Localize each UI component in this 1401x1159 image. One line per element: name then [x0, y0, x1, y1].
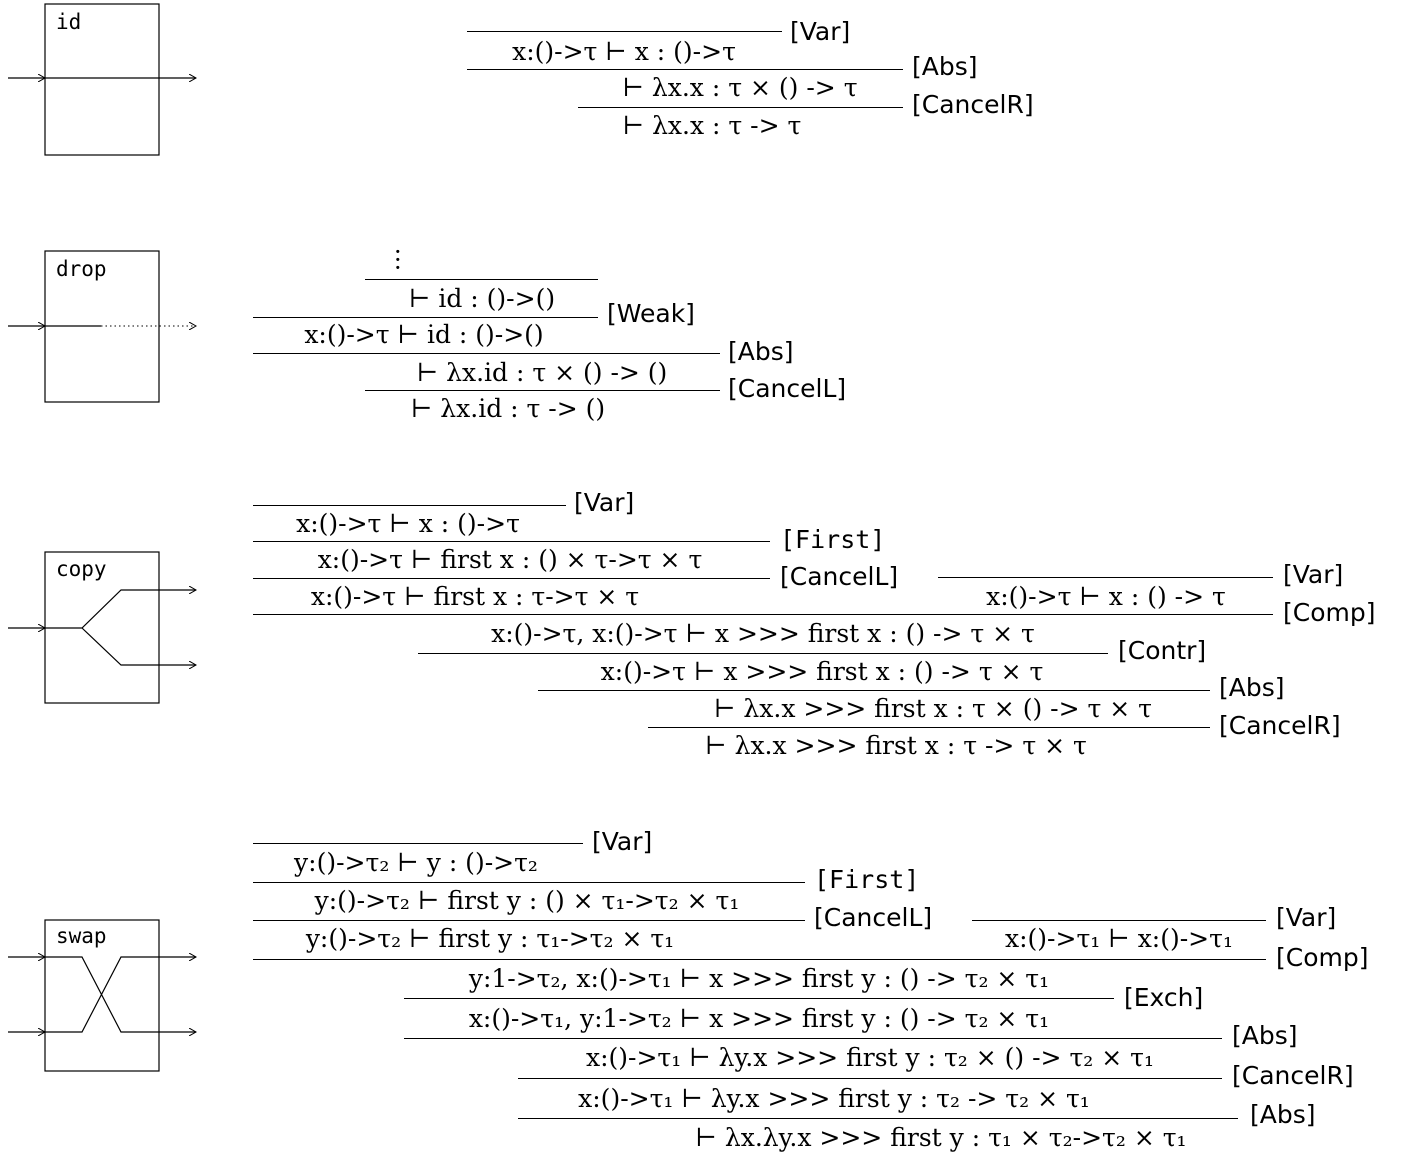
copy-seq-7: ⊢ λx.x >>> first x : τ × () -> τ × τ	[713, 694, 1153, 723]
swap-rule-line-9	[518, 1118, 1238, 1119]
drop-rule-line-3	[365, 390, 720, 391]
drop-rule-line-1	[253, 317, 598, 318]
id-seq-3: ⊢ λx.x : τ -> τ	[622, 111, 802, 140]
id-seq-1: x:()->τ ⊢ x : ()->τ	[512, 37, 736, 66]
id-rule-line-1	[467, 31, 782, 32]
id-rule-line-2	[467, 69, 903, 70]
copy-wire-split	[45, 589, 159, 666]
id-rule-3: [CancelR]	[912, 90, 1034, 119]
swap-rule-5: [Comp]	[1276, 943, 1369, 972]
swap-rule-9: [Abs]	[1250, 1100, 1316, 1129]
copy-rule-line-5	[253, 614, 1273, 615]
copy-rule-4: [Var]	[1283, 560, 1344, 589]
drop-seq-1: ⊢ id : ()->()	[408, 284, 556, 313]
id-box-label: id	[56, 10, 82, 34]
copy-seq-3: x:()->τ ⊢ first x : τ->τ × τ	[310, 582, 640, 611]
swap-rule-8: [CancelR]	[1232, 1061, 1354, 1090]
vertical-dots: ···	[394, 238, 402, 282]
swap-seq-8: x:()->τ₁ ⊢ λy.x >>> first y : τ₂ -> τ₂ ×…	[578, 1084, 1090, 1113]
drop-rule-1: [Weak]	[607, 299, 695, 328]
swap-rule-line-4	[972, 920, 1266, 921]
copy-rule-line-7	[538, 690, 1210, 691]
swap-seq-5: y:1->τ₂, x:()->τ₁ ⊢ x >>> first y : () -…	[468, 964, 1050, 993]
swap-box-label: swap	[56, 924, 107, 948]
drop-rule-line-2	[253, 353, 720, 354]
id-rule-line-3	[578, 107, 903, 108]
swap-seq-1: y:()->τ₂ ⊢ y : ()->τ₂	[294, 848, 538, 877]
swap-seq-4: x:()->τ₁ ⊢ x:()->τ₁	[1005, 924, 1233, 953]
copy-seq-2: x:()->τ ⊢ first x : () × τ->τ × τ	[317, 545, 703, 574]
swap-rule-4: [Var]	[1276, 903, 1337, 932]
copy-rule-line-3	[253, 578, 770, 579]
copy-seq-6: x:()->τ ⊢ x >>> first x : () -> τ × τ	[600, 657, 1044, 686]
id-seq-2: ⊢ λx.x : τ × () -> τ	[622, 73, 858, 102]
copy-rule-line-2	[253, 541, 770, 542]
swap-rule-2: [First]	[814, 865, 920, 894]
drop-seq-2: x:()->τ ⊢ id : ()->()	[304, 320, 544, 349]
swap-rule-line-3	[253, 920, 805, 921]
copy-rule-5: [Comp]	[1283, 598, 1376, 627]
swap-wire-cross	[45, 956, 159, 1033]
copy-rule-line-8	[648, 727, 1210, 728]
swap-rule-line-5	[253, 959, 1266, 960]
copy-seq-4: x:()->τ ⊢ x : () -> τ	[986, 582, 1226, 611]
copy-rule-3: [CancelL]	[780, 562, 899, 591]
drop-rule-3: [CancelL]	[728, 374, 847, 403]
id-rule-1: [Var]	[790, 17, 851, 46]
swap-rule-line-6	[404, 998, 1114, 999]
swap-rule-3: [CancelL]	[814, 903, 933, 932]
copy-rule-line-6	[418, 653, 1108, 654]
copy-rule-7: [Abs]	[1219, 673, 1285, 702]
copy-rule-1: [Var]	[574, 488, 635, 517]
swap-seq-2: y:()->τ₂ ⊢ first y : () × τ₁->τ₂ × τ₁	[314, 886, 740, 915]
drop-rule-2: [Abs]	[728, 337, 794, 366]
string-diagrams	[8, 3, 220, 1072]
drop-seq-3: ⊢ λx.id : τ × () -> ()	[416, 358, 668, 387]
copy-rule-8: [CancelR]	[1219, 711, 1341, 740]
swap-seq-6: x:()->τ₁, y:1->τ₂ ⊢ x >>> first y : () -…	[468, 1004, 1050, 1033]
swap-rule-line-8	[518, 1078, 1222, 1079]
swap-rule-line-1	[253, 843, 583, 844]
copy-seq-5: x:()->τ, x:()->τ ⊢ x >>> first x : () ->…	[491, 619, 1035, 648]
swap-box	[44, 919, 160, 1072]
copy-rule-2: [First]	[780, 525, 886, 554]
swap-seq-7: x:()->τ₁ ⊢ λy.x >>> first y : τ₂ × () ->…	[585, 1043, 1155, 1072]
drop-rule-line-0	[365, 279, 598, 280]
swap-rule-7: [Abs]	[1232, 1021, 1298, 1050]
swap-rule-1: [Var]	[592, 827, 653, 856]
copy-rule-line-4	[938, 577, 1273, 578]
copy-seq-1: x:()->τ ⊢ x : ()->τ	[296, 509, 520, 538]
copy-rule-6: [Contr]	[1118, 636, 1207, 665]
copy-rule-line-1	[253, 505, 566, 506]
swap-rule-line-7	[404, 1038, 1222, 1039]
drop-seq-4: ⊢ λx.id : τ -> ()	[410, 394, 606, 423]
copy-seq-8: ⊢ λx.x >>> first x : τ -> τ × τ	[705, 731, 1087, 760]
swap-rule-line-2	[253, 882, 805, 883]
swap-rule-6: [Exch]	[1124, 983, 1204, 1012]
drop-box-label: drop	[56, 257, 107, 281]
id-rule-2: [Abs]	[912, 52, 978, 81]
swap-seq-3: y:()->τ₂ ⊢ first y : τ₁->τ₂ × τ₁	[305, 924, 675, 953]
copy-box-label: copy	[56, 557, 107, 581]
swap-seq-9: ⊢ λx.λy.x >>> first y : τ₁ × τ₂->τ₂ × τ₁	[695, 1123, 1187, 1152]
